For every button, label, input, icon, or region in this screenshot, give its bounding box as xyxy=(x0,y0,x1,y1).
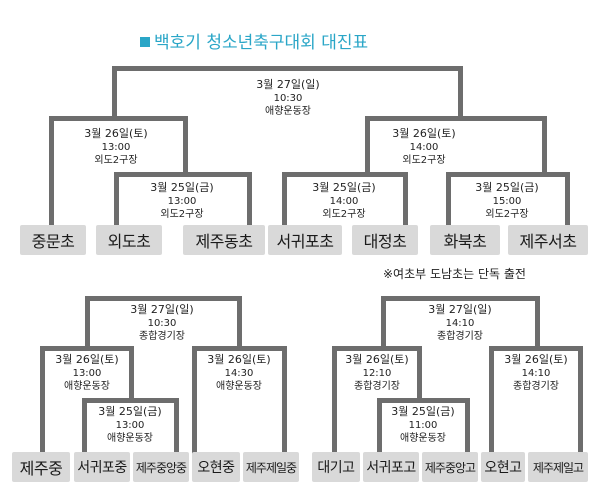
match-elementary-final: 3월 27일(일) 10:30 애향운동장 xyxy=(256,78,320,117)
match-middle-final: 3월 27일(일) 10:30 종합경기장 xyxy=(130,303,194,342)
team-label: 오현고 xyxy=(481,452,525,482)
team-label: 오현중 xyxy=(192,452,240,482)
team-label: 제주중앙중 xyxy=(133,452,189,482)
team-label: 중문초 xyxy=(20,225,86,255)
team-label: 제주동초 xyxy=(183,225,265,255)
match-elementary-quarter-right: 3월 25일(금) 15:00 외도2구장 xyxy=(475,181,539,220)
bracket-line xyxy=(578,346,583,454)
bracket-line xyxy=(114,172,252,177)
bracket-line xyxy=(446,172,451,226)
bracket-line xyxy=(381,296,386,346)
team-label: 제주제일고 xyxy=(528,452,588,482)
team-label: 제주중 xyxy=(12,452,70,482)
bracket-line xyxy=(183,116,188,172)
team-label: 제주제일중 xyxy=(243,452,299,482)
bracket-line xyxy=(282,172,287,226)
match-elementary-quarter-mid: 3월 25일(금) 14:00 외도2구장 xyxy=(312,181,376,220)
bracket-line xyxy=(458,66,463,121)
match-high-final: 3월 27일(일) 14:10 종합경기장 xyxy=(428,303,492,342)
match-high-semi-right: 3월 26일(토) 14:10 종합경기장 xyxy=(504,353,568,392)
bracket-line xyxy=(365,116,370,172)
team-label: 서귀포고 xyxy=(363,452,419,482)
bracket-line xyxy=(446,172,570,177)
match-elementary-semi-right: 3월 26일(토) 14:00 외도2구장 xyxy=(392,127,456,166)
bracket-line xyxy=(49,116,188,121)
team-label: 서귀포중 xyxy=(74,452,130,482)
bracket-line xyxy=(114,172,119,226)
bracket-line xyxy=(82,398,87,454)
bracket-line xyxy=(174,398,179,454)
team-label: 제주서초 xyxy=(508,225,588,255)
match-high-quarter: 3월 25일(금) 11:00 애향운동장 xyxy=(391,405,455,444)
bracket-line xyxy=(82,398,179,403)
team-label: 서귀포초 xyxy=(268,225,342,255)
bracket-line xyxy=(535,296,540,346)
bracket-line xyxy=(282,346,287,454)
match-middle-semi-left: 3월 26일(토) 13:00 애향운동장 xyxy=(55,353,119,392)
note-text: ※여초부 도남초는 단독 출전 xyxy=(383,267,526,281)
match-middle-quarter: 3월 25일(금) 13:00 애향운동장 xyxy=(98,405,162,444)
bracket-line xyxy=(40,346,134,351)
bracket-line xyxy=(565,172,570,226)
bracket-line xyxy=(85,296,242,301)
page-title: 백호기 청소년축구대회 대진표 xyxy=(140,28,368,53)
bracket-line xyxy=(192,346,287,351)
team-label: 제주중앙고 xyxy=(422,452,478,482)
team-label: 대기고 xyxy=(312,452,360,482)
match-middle-semi-right: 3월 26일(토) 14:30 애향운동장 xyxy=(207,353,271,392)
bracket-line xyxy=(49,116,54,226)
match-elementary-semi-left: 3월 26일(토) 13:00 외도2구장 xyxy=(84,127,148,166)
bracket-line xyxy=(403,172,408,226)
bracket-line xyxy=(129,346,134,398)
bracket-line xyxy=(377,398,470,403)
bracket-line xyxy=(282,172,408,177)
bracket-line xyxy=(465,398,470,454)
bracket-line xyxy=(332,346,337,454)
bracket-line xyxy=(85,296,90,346)
page-title-text: 백호기 청소년축구대회 대진표 xyxy=(154,33,369,53)
bracket-line xyxy=(489,346,494,454)
bracket-line xyxy=(40,346,45,454)
bracket-line xyxy=(112,66,463,71)
title-square-icon xyxy=(140,37,150,47)
bracket-line xyxy=(417,346,422,398)
team-label: 외도초 xyxy=(96,225,162,255)
match-high-semi-left: 3월 26일(토) 12:10 종합경기장 xyxy=(345,353,409,392)
team-label: 대정초 xyxy=(352,225,418,255)
bracket-line xyxy=(192,346,197,454)
bracket-line xyxy=(332,346,422,351)
bracket-line xyxy=(365,116,547,121)
bracket-line xyxy=(542,116,547,172)
bracket-line xyxy=(247,172,252,226)
bracket-line xyxy=(112,66,117,121)
bracket-line xyxy=(381,296,540,301)
team-label: 화북초 xyxy=(430,225,500,255)
bracket-line xyxy=(489,346,583,351)
bracket-line xyxy=(237,296,242,346)
bracket-line xyxy=(377,398,382,454)
match-elementary-quarter-left: 3월 25일(금) 13:00 외도2구장 xyxy=(150,181,214,220)
